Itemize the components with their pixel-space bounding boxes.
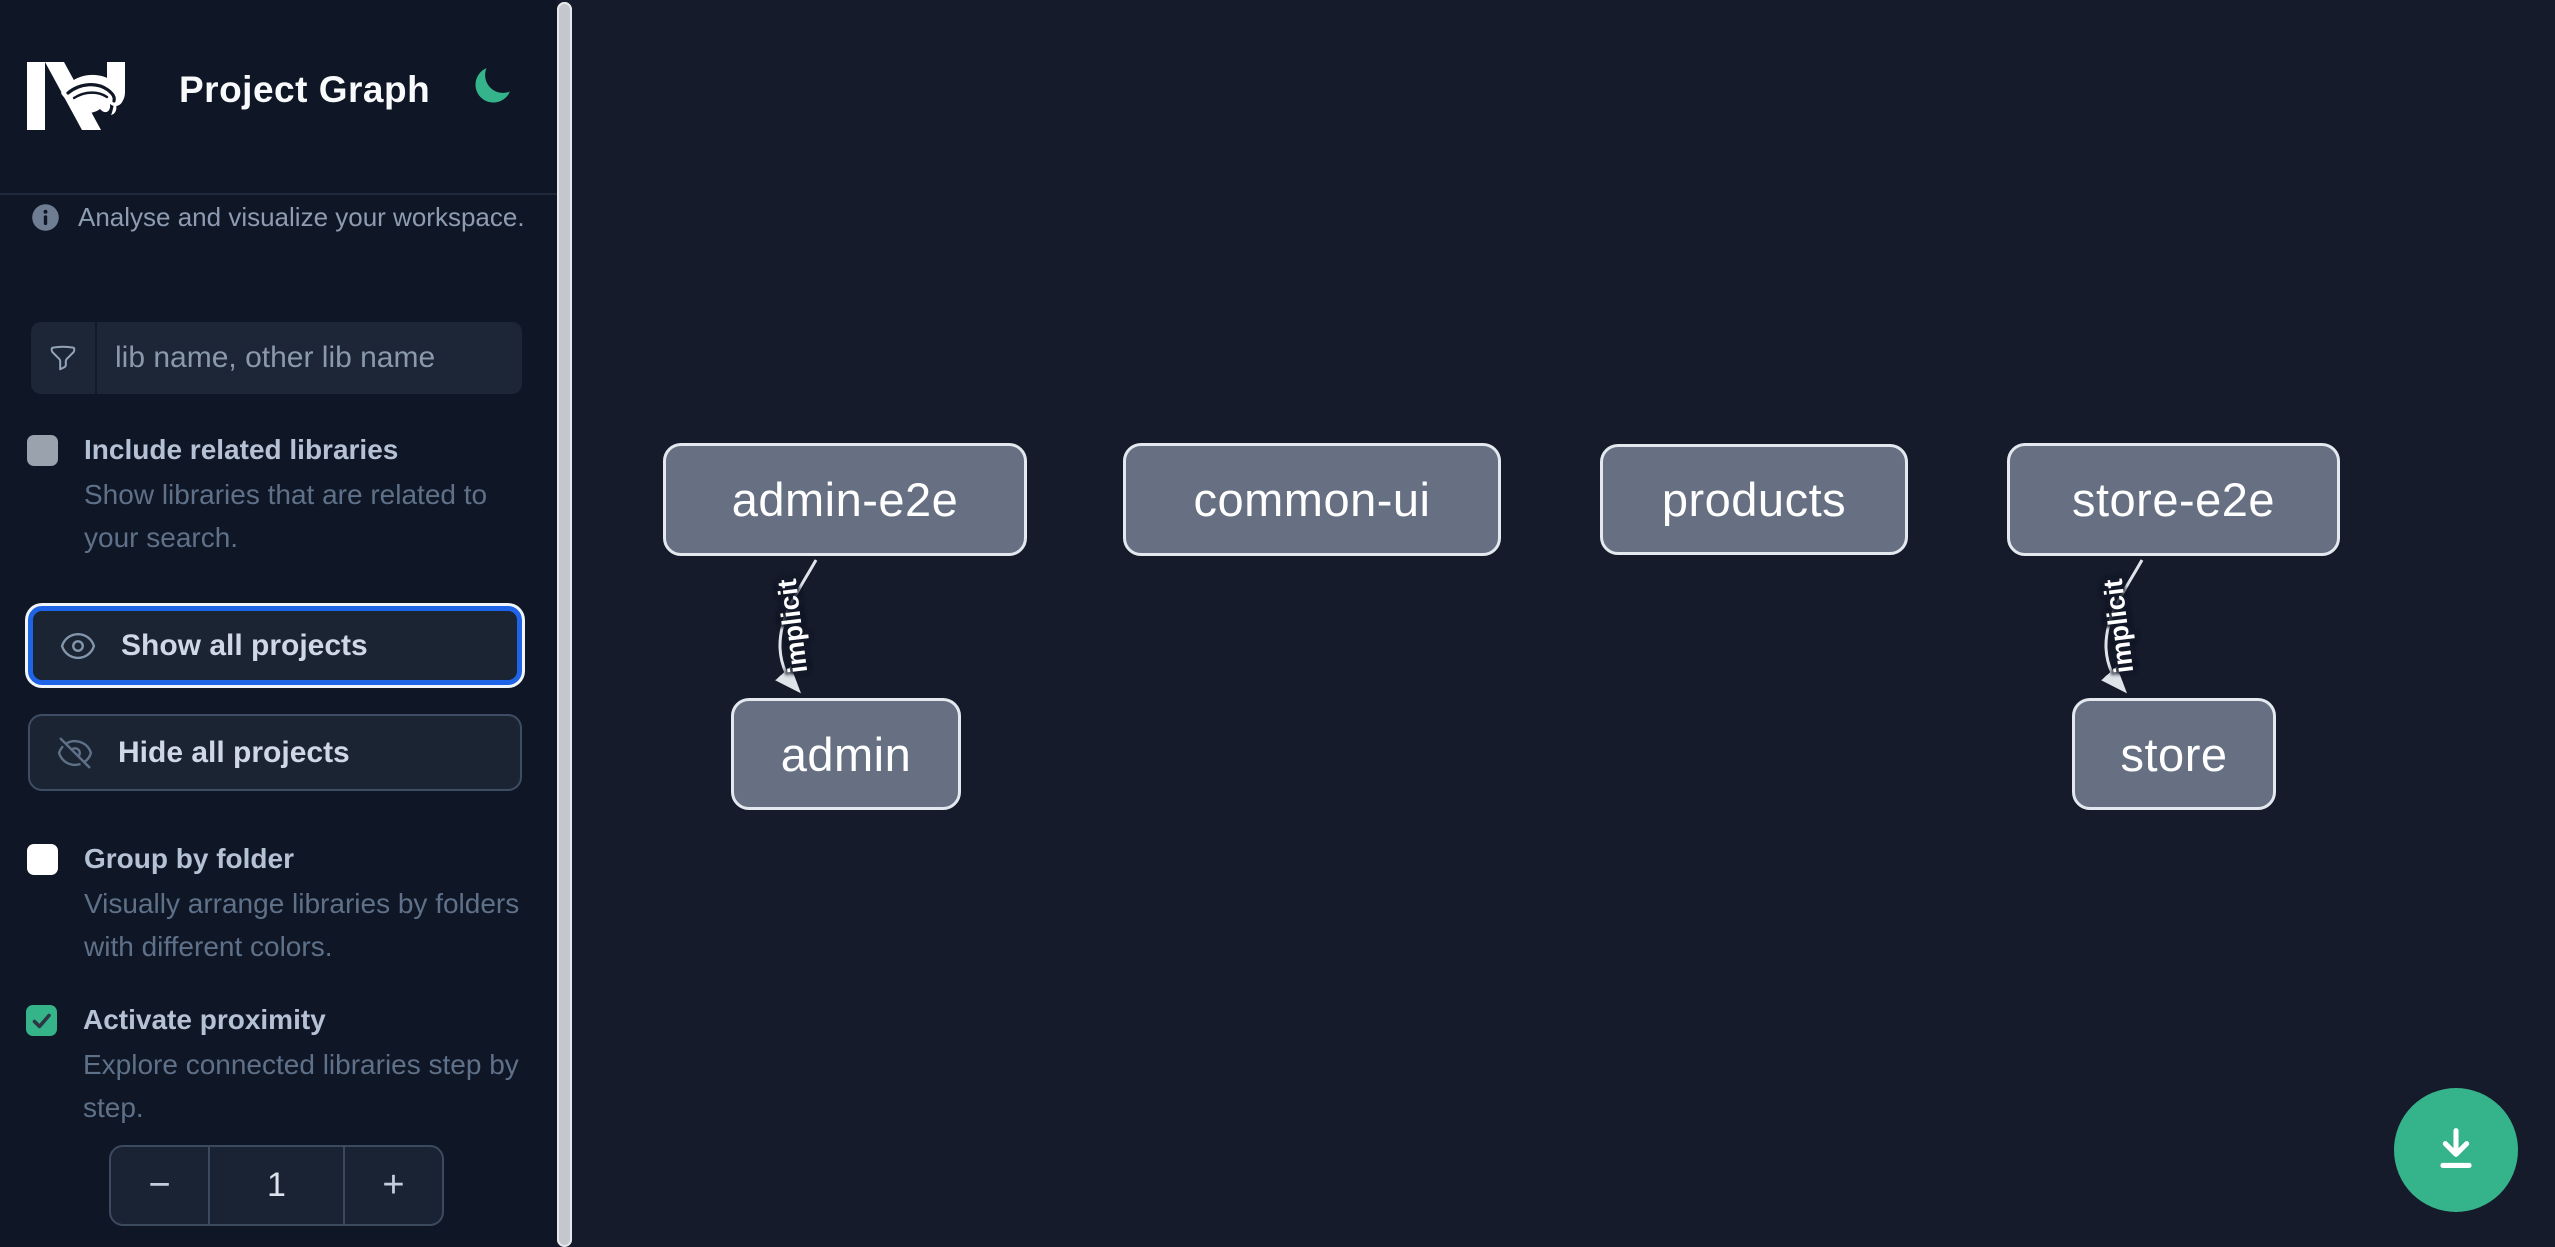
activate-proximity-checkbox[interactable] [26, 1005, 57, 1036]
graph-node-admin[interactable]: admin [731, 698, 961, 810]
activate-proximity-description: Explore connected libraries step by step… [83, 1049, 519, 1123]
info-icon [32, 204, 59, 231]
search-input[interactable] [97, 322, 522, 394]
graph-node-admin-e2e[interactable]: admin-e2e [663, 443, 1027, 556]
filter-searchbox [31, 322, 522, 394]
download-icon [2440, 1128, 2472, 1169]
graph-node-store[interactable]: store [2072, 698, 2276, 810]
show-all-projects-button[interactable]: Show all projects [28, 606, 522, 685]
hide-all-projects-label: Hide all projects [118, 735, 350, 769]
increment-button[interactable]: + [345, 1147, 442, 1224]
activate-proximity-label: Activate proximity [83, 1004, 326, 1035]
proximity-depth-value: 1 [208, 1147, 345, 1224]
eye-slash-icon [57, 737, 93, 768]
graph-node-products[interactable]: products [1600, 444, 1908, 555]
group-by-folder-description: Visually arrange libraries by folders wi… [84, 888, 520, 962]
tagline-text: Analyse and visualize your workspace. [78, 202, 525, 232]
moon-icon [475, 68, 510, 103]
header-divider [0, 193, 557, 195]
show-all-projects-label: Show all projects [121, 628, 368, 662]
page-title: Project Graph [179, 69, 431, 110]
group-by-folder-label: Group by folder [84, 843, 294, 874]
include-related-description: Show libraries that are related to your … [84, 479, 488, 553]
funnel-icon [31, 322, 97, 394]
nx-logo [27, 62, 125, 130]
graph-node-store-e2e[interactable]: store-e2e [2007, 443, 2340, 556]
checkmark-icon [32, 1013, 51, 1028]
sidebar-scrollbar-thumb[interactable] [557, 2, 572, 1247]
sidebar: Project Graph Analyse and visualize your… [0, 0, 557, 1247]
theme-toggle-button[interactable] [469, 64, 515, 110]
include-related-label: Include related libraries [84, 434, 399, 465]
graph-node-common-ui[interactable]: common-ui [1123, 443, 1501, 556]
include-related-checkbox[interactable] [27, 435, 58, 466]
download-image-button[interactable] [2394, 1088, 2518, 1212]
decrement-button[interactable]: − [111, 1147, 208, 1224]
graph-canvas[interactable] [572, 0, 2555, 1247]
group-by-folder-checkbox[interactable] [27, 844, 58, 875]
hide-all-projects-button[interactable]: Hide all projects [28, 714, 522, 791]
eye-icon [60, 632, 96, 659]
proximity-depth-stepper: − 1 + [109, 1145, 444, 1226]
